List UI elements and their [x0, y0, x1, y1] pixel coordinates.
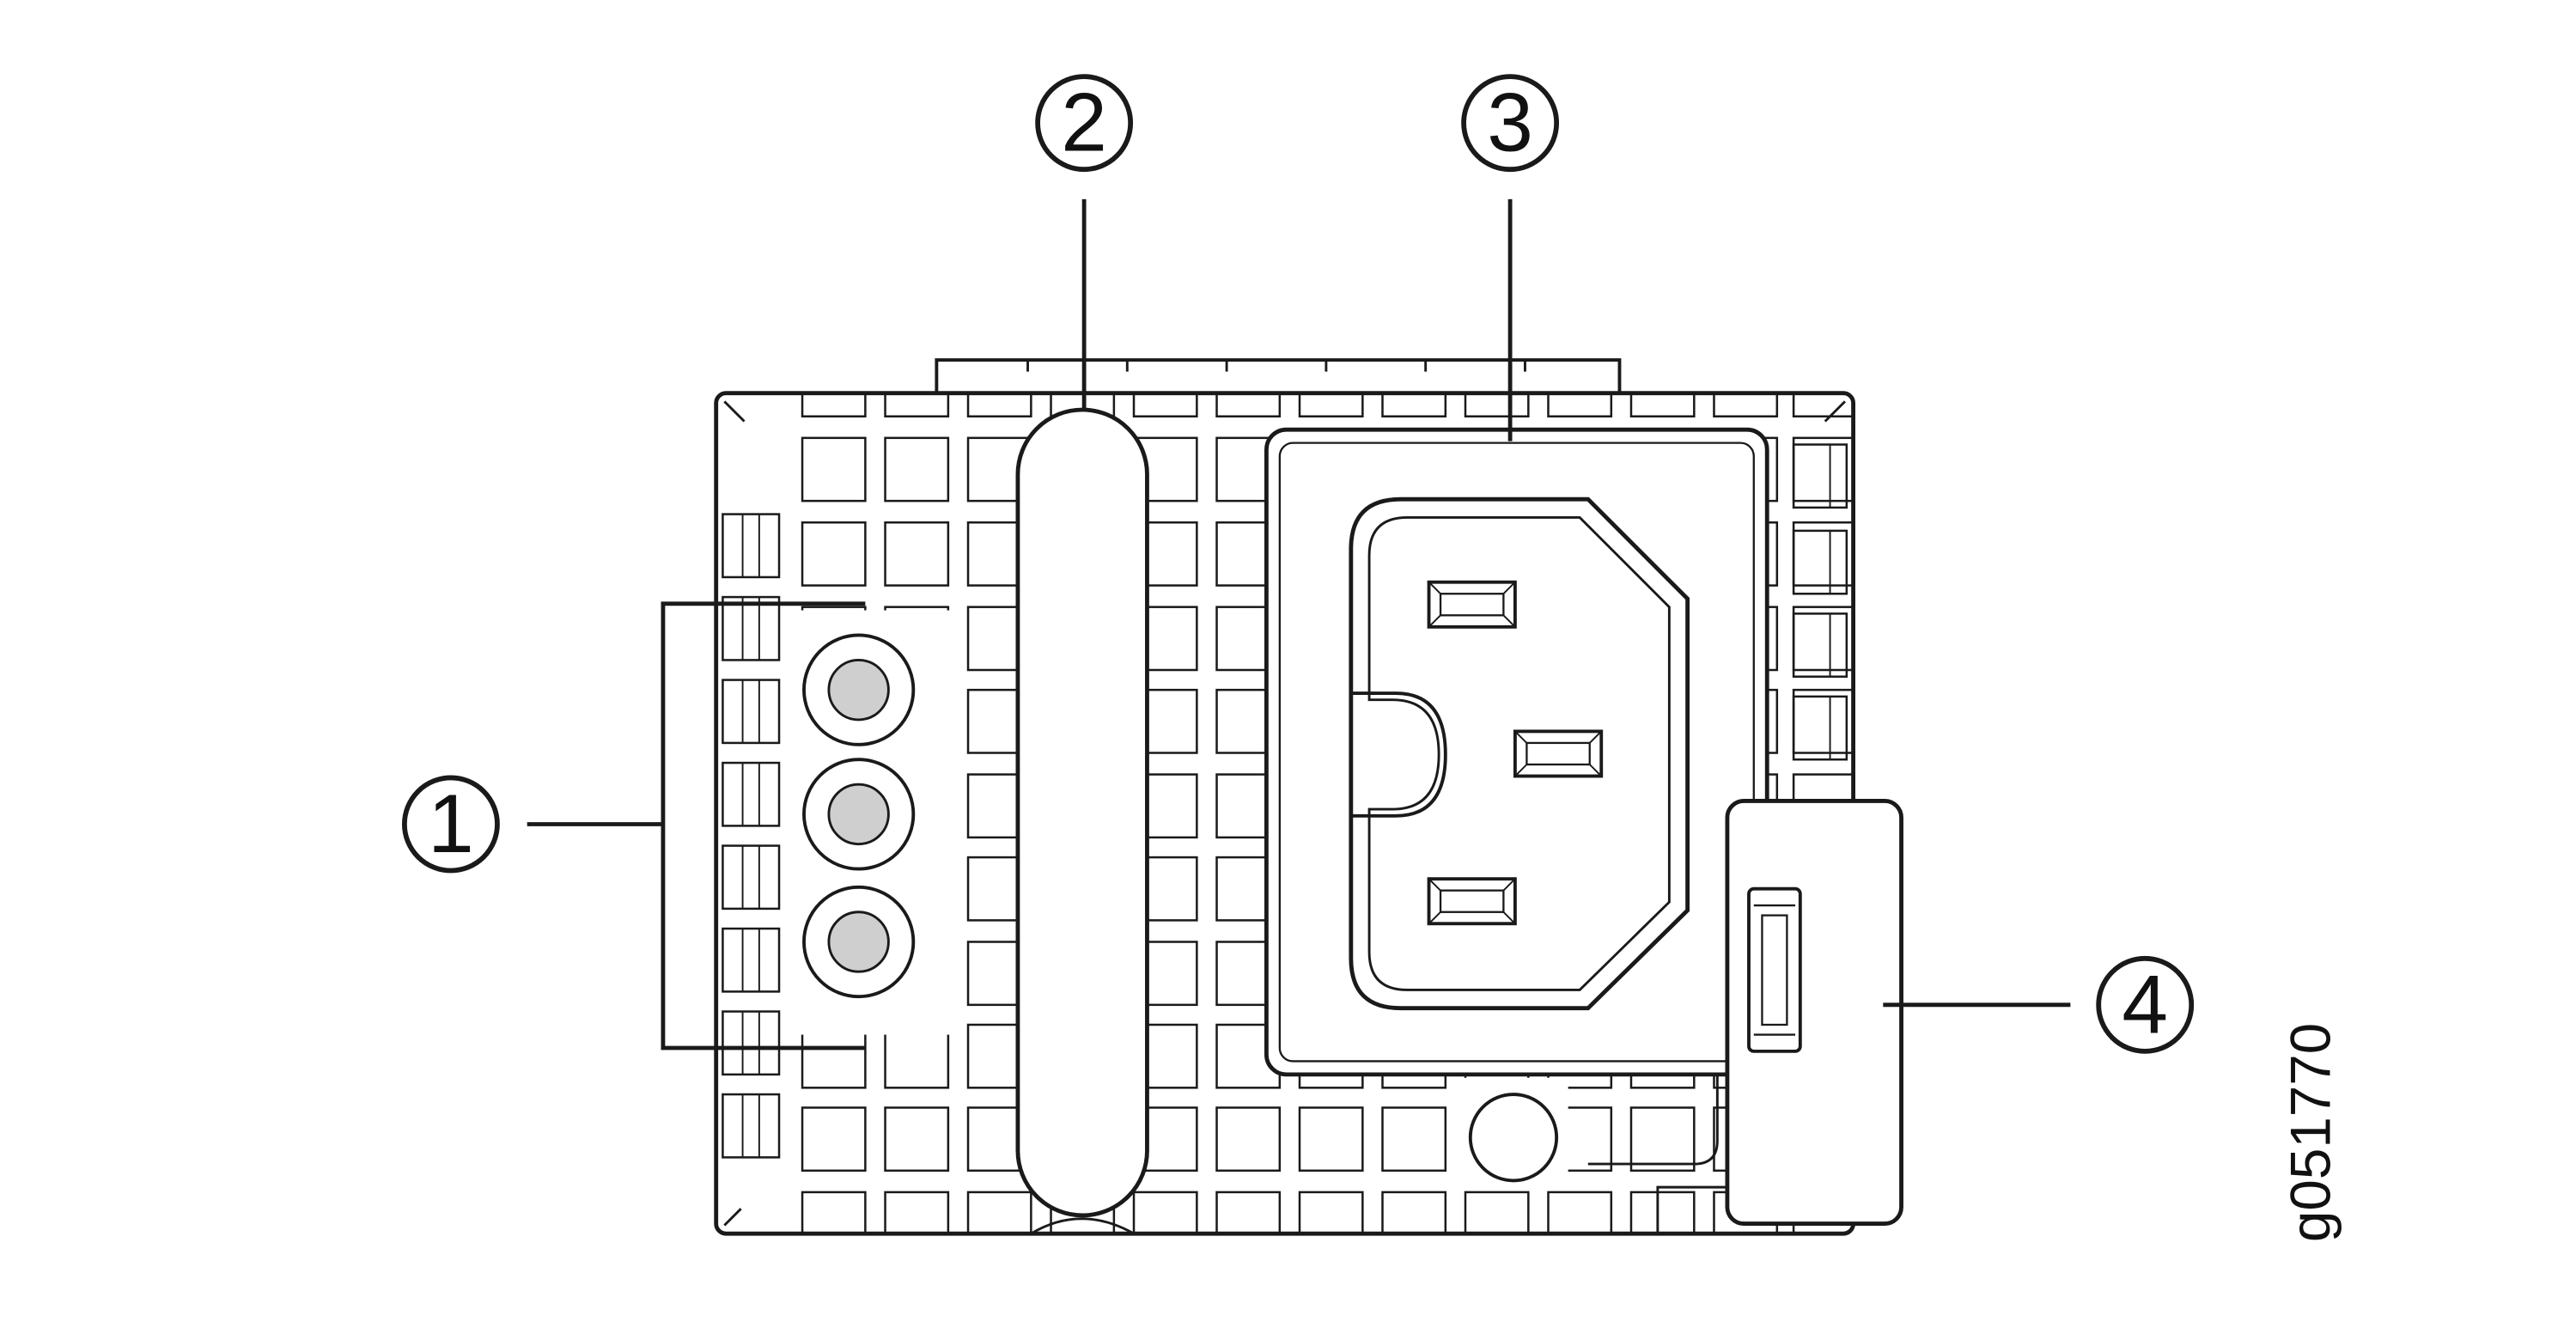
callout-number: 4 — [2122, 959, 2168, 1051]
vent-slot — [1547, 1191, 1613, 1234]
vent-slot — [1381, 1191, 1447, 1234]
handle — [1015, 407, 1149, 1235]
leader-lines — [527, 198, 2071, 1051]
led-indicator — [802, 633, 916, 746]
vent-slot — [1132, 393, 1198, 417]
vent-slot — [1629, 1106, 1696, 1172]
callout-number: 3 — [1487, 77, 1533, 169]
vent-slot — [1629, 393, 1696, 417]
side-slot — [722, 1010, 781, 1076]
callout-2: 2 — [1035, 74, 1134, 173]
side-slot — [722, 761, 781, 827]
vent-slot — [966, 393, 1032, 417]
side-slot — [722, 679, 781, 745]
side-slot — [1792, 695, 1848, 761]
vent-slot — [1298, 1191, 1364, 1234]
vent-slot — [1381, 393, 1447, 417]
vent-slot — [884, 521, 950, 587]
inlet-pin — [1513, 729, 1604, 778]
side-slot — [722, 513, 781, 579]
inlet-pin — [1427, 580, 1517, 629]
ac-power-inlet — [1264, 427, 1769, 1077]
vent-slot — [884, 393, 950, 417]
vent-slot — [1298, 393, 1364, 417]
vent-slot — [801, 436, 867, 502]
side-slot — [722, 595, 781, 661]
led-indicator — [802, 885, 916, 999]
side-slots — [722, 443, 1848, 1159]
callout-3: 3 — [1461, 74, 1560, 173]
vent-slot — [1629, 1191, 1696, 1234]
side-slot — [1792, 612, 1848, 678]
vent-slot — [1132, 1191, 1198, 1234]
vent-slot — [1464, 393, 1530, 417]
side-slot — [1792, 443, 1848, 509]
vent-slot — [801, 1106, 867, 1172]
vent-slot — [884, 436, 950, 502]
vent-slot — [1547, 393, 1613, 417]
callout-4: 4 — [2096, 955, 2195, 1054]
vent-slot — [801, 521, 867, 587]
vent-slot — [1298, 1106, 1364, 1172]
vent-slot — [1215, 1191, 1282, 1234]
vent-slot — [966, 1191, 1032, 1234]
callout-number: 1 — [428, 778, 474, 870]
vent-slot — [1464, 1191, 1530, 1234]
vent-slot — [884, 1191, 950, 1234]
led-indicator — [802, 758, 916, 871]
inlet-pin — [1427, 877, 1517, 926]
vent-slot — [1713, 393, 1779, 417]
ejector-latch — [1725, 799, 1903, 1226]
vent-slot — [884, 1106, 950, 1172]
figure-id: g051770 — [2280, 1023, 2342, 1242]
callout-1: 1 — [401, 775, 500, 874]
callout-number: 2 — [1061, 77, 1107, 169]
vent-slot — [1215, 393, 1282, 417]
side-slot — [722, 844, 781, 911]
top-connector-strip — [935, 358, 1622, 393]
side-slot — [722, 1093, 781, 1159]
vent-slot — [1792, 393, 1854, 417]
vent-slot — [1215, 1106, 1282, 1172]
vent-slot — [801, 1191, 867, 1234]
side-slot — [1792, 529, 1848, 595]
side-slot — [722, 927, 781, 993]
status-leds — [802, 633, 916, 999]
lower-features — [1459, 1074, 1727, 1234]
vent-slot — [1381, 1106, 1447, 1172]
vent-slot — [801, 393, 867, 417]
